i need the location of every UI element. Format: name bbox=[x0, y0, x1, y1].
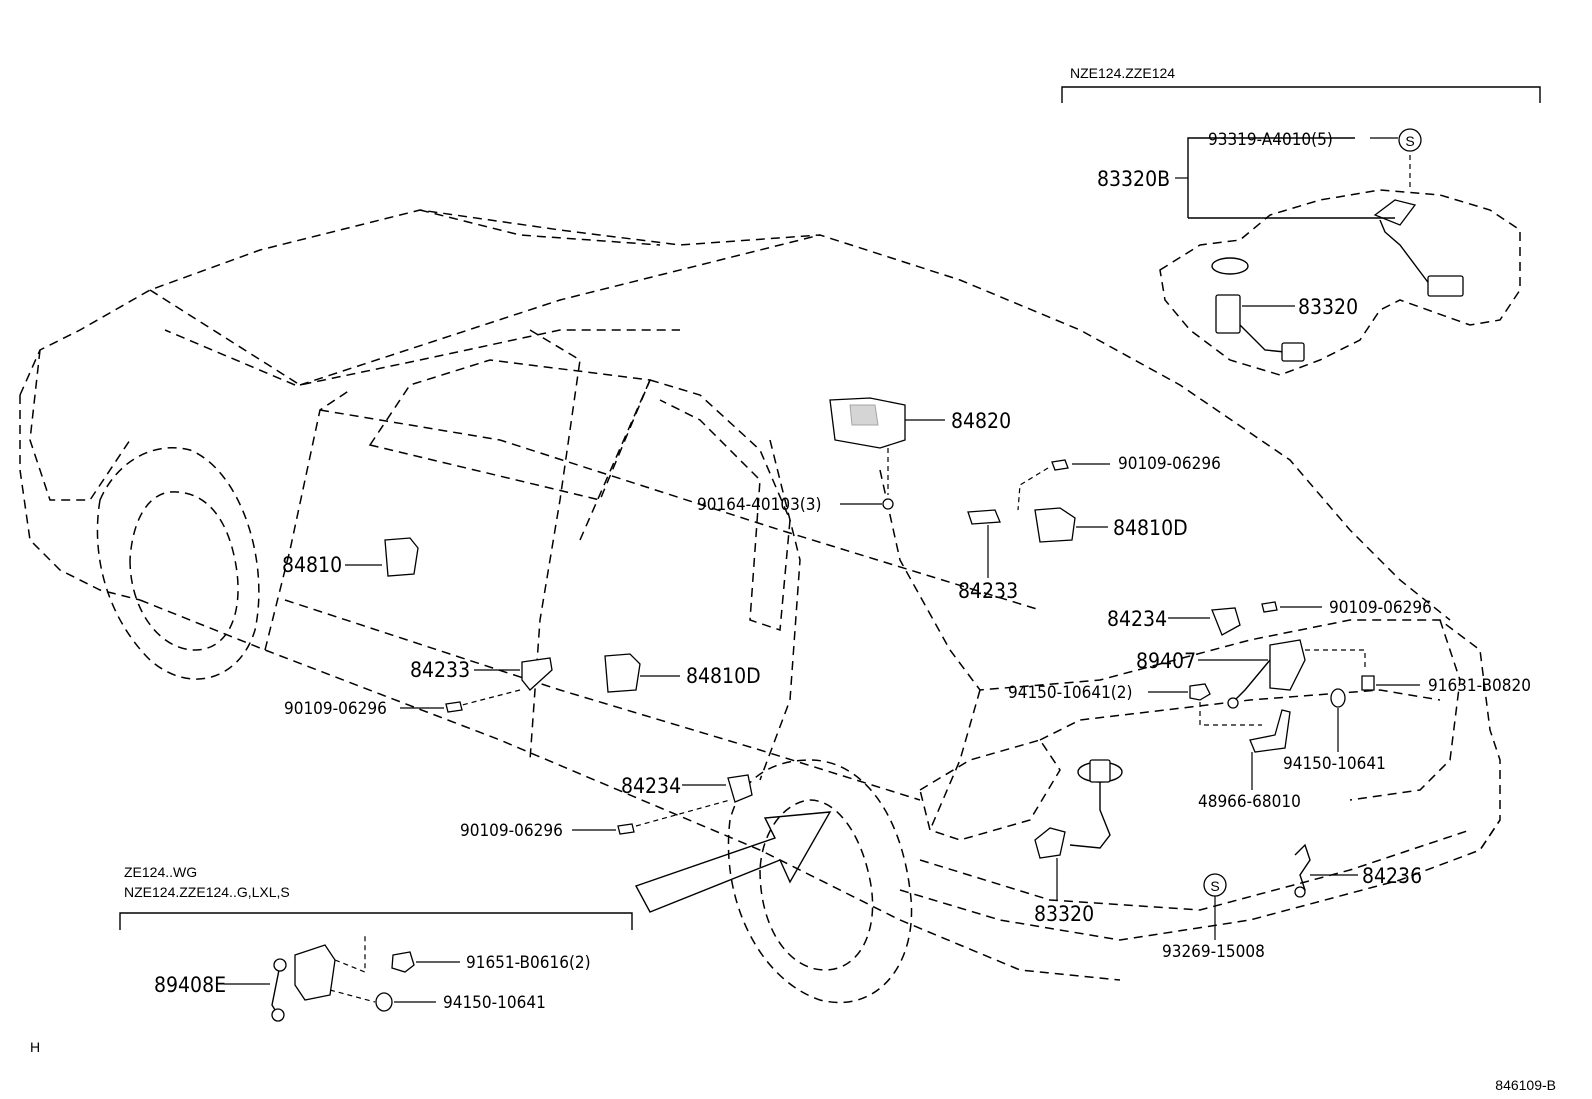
part-89407-height-sensor: 89407 bbox=[1136, 639, 1366, 709]
label-91631-b0820: 91631-B0820 bbox=[1428, 676, 1531, 696]
inset-fuel-tank: NZE124.ZZE124 S 93319-A4010(5) 83320B 83… bbox=[1061, 65, 1541, 376]
inset-height-sensor: ZE124..WG NZE124.ZZE124..G,LXL,S 89408E … bbox=[119, 864, 633, 1022]
label-84810: 84810 bbox=[282, 553, 342, 577]
part-84810-switch: 84810 bbox=[282, 537, 419, 577]
part-84233-sensor-b: 84233 bbox=[410, 657, 553, 706]
label-90109-06296-a: 90109-06296 bbox=[1118, 454, 1221, 474]
part-48966-bracket: 48966-68010 bbox=[1198, 709, 1301, 812]
part-94150-washer-a: 94150-10641 bbox=[1283, 688, 1386, 774]
footer-mark: H bbox=[30, 1039, 40, 1055]
label-94150-10641-a: 94150-10641 bbox=[1283, 754, 1386, 774]
part-93269-clamp: S 93269-15008 bbox=[1162, 873, 1265, 962]
part-84234-switch-b: 84234 bbox=[621, 774, 753, 803]
car-body-outline bbox=[19, 209, 1501, 1004]
label-93269-15008: 93269-15008 bbox=[1162, 942, 1265, 962]
label-84810d-b: 84810D bbox=[686, 664, 761, 688]
part-90164-screw: 90164-40103(3) bbox=[697, 448, 894, 515]
part-94150-nut-2: 94150-10641(2) bbox=[1008, 683, 1262, 726]
label-48966-68010: 48966-68010 bbox=[1198, 792, 1301, 812]
part-83320-sender-bottom: 83320 bbox=[1034, 759, 1123, 926]
part-90109-screw-d: 90109-06296 bbox=[460, 799, 731, 841]
symbol-s-bottom: S bbox=[1210, 878, 1219, 894]
part-84234-switch-a: 84234 bbox=[1107, 607, 1241, 636]
label-83320b: 83320B bbox=[1097, 167, 1170, 191]
label-94150-10641-2: 94150-10641(2) bbox=[1008, 683, 1132, 703]
label-83320-bottom: 83320 bbox=[1034, 902, 1094, 926]
part-90109-screw-c: 90109-06296 bbox=[284, 699, 463, 719]
part-84810d-switch-b: 84810D bbox=[604, 653, 761, 693]
part-91631-bolt: 91631-B0820 bbox=[1361, 675, 1531, 696]
label-89408e: 89408E bbox=[154, 973, 226, 997]
part-84236-switch: 84236 bbox=[1294, 843, 1422, 898]
part-84820-switch: 84820 bbox=[829, 397, 1011, 449]
diagram-id: 846109-B bbox=[1495, 1077, 1556, 1093]
group-label-bottom-left-2: NZE124.ZZE124..G,LXL,S bbox=[124, 884, 290, 900]
label-90164-40103: 90164-40103(3) bbox=[697, 495, 821, 515]
label-90109-06296-c: 90109-06296 bbox=[284, 699, 387, 719]
label-84234-a: 84234 bbox=[1107, 607, 1167, 631]
label-84820: 84820 bbox=[951, 409, 1011, 433]
view-arrow bbox=[634, 811, 832, 913]
part-90109-screw-b: 90109-06296 bbox=[1261, 598, 1432, 618]
label-84236: 84236 bbox=[1362, 864, 1422, 888]
symbol-s-top: S bbox=[1405, 133, 1414, 149]
label-83320-top: 83320 bbox=[1298, 295, 1358, 319]
label-90109-06296-b: 90109-06296 bbox=[1329, 598, 1432, 618]
label-94150-10641-b: 94150-10641 bbox=[443, 993, 546, 1013]
label-91651-b0616: 91651-B0616(2) bbox=[466, 953, 591, 973]
label-89407: 89407 bbox=[1136, 649, 1196, 673]
label-84234-b: 84234 bbox=[621, 774, 681, 798]
label-90109-06296-d: 90109-06296 bbox=[460, 821, 563, 841]
group-label-top-right: NZE124.ZZE124 bbox=[1070, 65, 1175, 81]
group-label-bottom-left-1: ZE124..WG bbox=[124, 864, 197, 880]
label-84233-b: 84233 bbox=[410, 658, 470, 682]
part-84233-sensor-a: 84233 bbox=[958, 509, 1018, 603]
label-84810d-a: 84810D bbox=[1113, 516, 1188, 540]
label-93319-a4010: 93319-A4010(5) bbox=[1208, 130, 1333, 150]
part-90109-screw-a: 90109-06296 bbox=[1017, 454, 1221, 511]
label-84233-a: 84233 bbox=[958, 579, 1018, 603]
part-84810d-switch-a: 84810D bbox=[1034, 507, 1188, 543]
